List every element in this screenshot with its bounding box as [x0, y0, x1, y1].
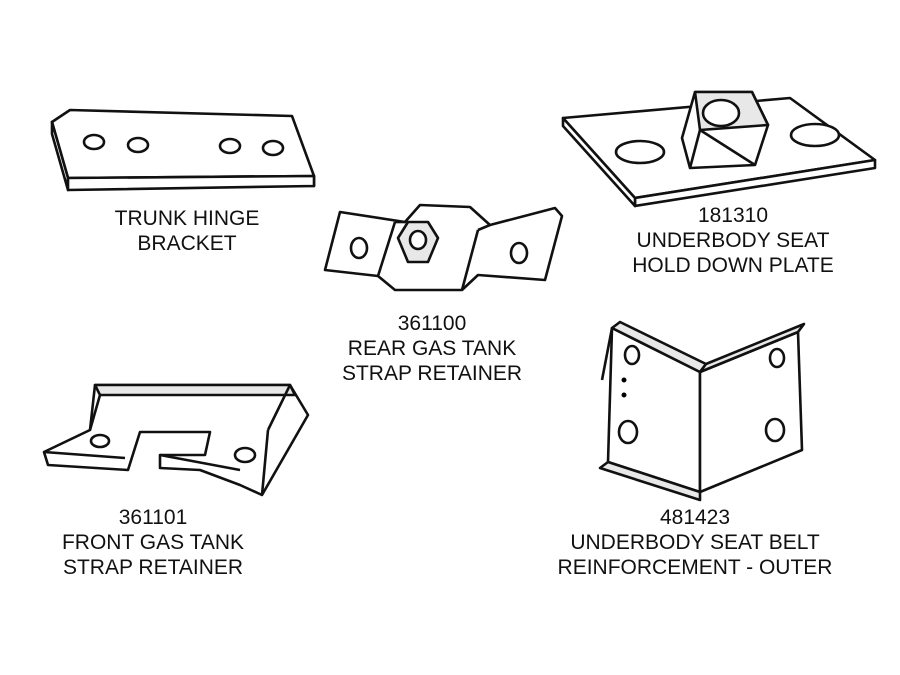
label-line: STRAP RETAINER	[62, 556, 244, 579]
label-line: REINFORCEMENT - OUTER	[557, 556, 833, 579]
part-number: 361100	[397, 312, 467, 335]
label-line: STRAP RETAINER	[341, 362, 523, 385]
label-line: UNDERBODY SEAT	[636, 229, 830, 252]
seat-belt-reinforcement-label: 481423 UNDERBODY SEAT BELT REINFORCEMENT…	[558, 505, 833, 580]
part-number: 481423	[659, 506, 731, 529]
hold-down-plate-label: 181310 UNDERBODY SEAT HOLD DOWN PLATE	[632, 203, 833, 278]
hold-down-plate-drawing	[561, 90, 877, 208]
trunk-hinge-bracket-drawing	[50, 108, 316, 192]
seat-belt-reinforcement-drawing	[598, 320, 806, 502]
label-line: HOLD DOWN PLATE	[632, 254, 834, 277]
front-gas-tank-strap-retainer-label: 361101 FRONT GAS TANK STRAP RETAINER	[62, 505, 244, 580]
part-number: 181310	[697, 204, 769, 227]
label-line: BRACKET	[137, 232, 237, 255]
label-line: FRONT GAS TANK	[61, 531, 245, 554]
label-line: UNDERBODY SEAT BELT	[570, 531, 820, 554]
label-line: TRUNK HINGE	[114, 207, 260, 230]
front-gas-tank-strap-retainer-drawing	[42, 383, 310, 497]
rear-gas-tank-strap-retainer-label: 361100 REAR GAS TANK STRAP RETAINER	[342, 311, 522, 386]
rear-gas-tank-strap-retainer-drawing	[323, 203, 564, 292]
label-line: REAR GAS TANK	[347, 337, 517, 360]
part-number: 361101	[118, 506, 188, 529]
trunk-hinge-bracket-label: TRUNK HINGE BRACKET	[115, 206, 260, 256]
